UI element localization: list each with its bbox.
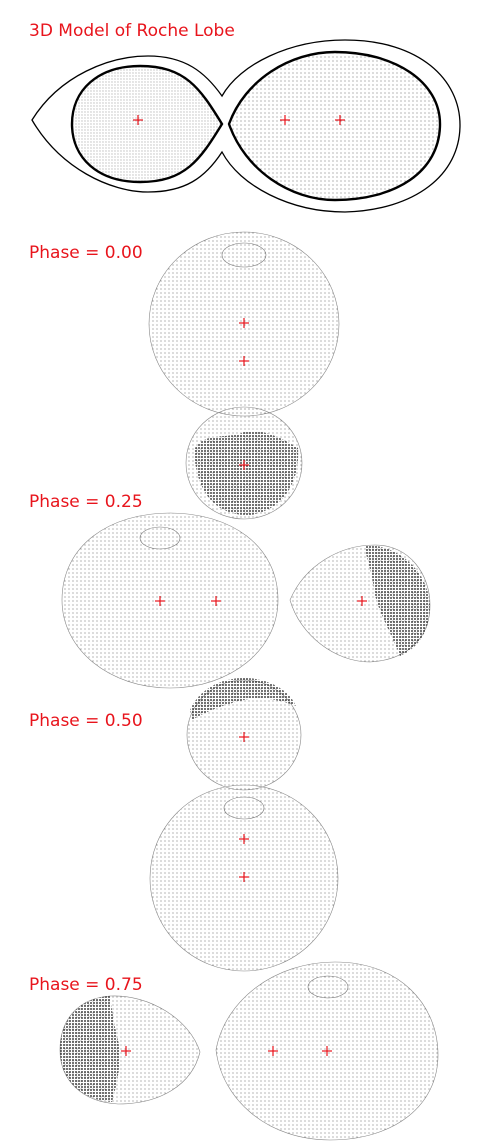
phase-000-marker-3 bbox=[239, 460, 249, 470]
phase-025-marker-2 bbox=[211, 596, 221, 606]
small-star-shadow bbox=[365, 545, 430, 656]
small-star-shadow bbox=[60, 996, 120, 1102]
roche-lobe-panel bbox=[31, 39, 461, 213]
secondary-lobe-outline bbox=[227, 50, 442, 202]
phase-075-marker-2 bbox=[268, 1046, 278, 1056]
secondary-center-marker bbox=[335, 115, 345, 125]
phase-025-marker-3 bbox=[357, 596, 367, 606]
phase-075-view bbox=[59, 961, 439, 1141]
primary-center-marker bbox=[133, 115, 143, 125]
small-star-shadow bbox=[190, 678, 296, 720]
phase-025-view bbox=[61, 512, 431, 689]
phase-050-marker-3 bbox=[239, 872, 249, 882]
large-star-sphere bbox=[61, 512, 279, 689]
large-star-pole-rings bbox=[307, 975, 349, 999]
phase-label-075: Phase = 0.75 bbox=[29, 975, 143, 995]
phase-label-000: Phase = 0.00 bbox=[29, 243, 143, 263]
large-star-pole-rings bbox=[139, 526, 181, 550]
small-star-shadow bbox=[194, 431, 299, 516]
phase-050-marker-1 bbox=[239, 732, 249, 742]
phase-075-marker-1 bbox=[121, 1046, 131, 1056]
phase-label-050: Phase = 0.50 bbox=[29, 711, 143, 731]
phase-000-marker-1 bbox=[239, 318, 249, 328]
figure-title: 3D Model of Roche Lobe bbox=[29, 21, 235, 41]
phase-050-view bbox=[149, 678, 339, 972]
phase-050-marker-2 bbox=[239, 834, 249, 844]
outer-equipotential-curve bbox=[31, 39, 461, 213]
center-of-mass-marker bbox=[280, 115, 290, 125]
phase-label-025: Phase = 0.25 bbox=[29, 492, 143, 512]
primary-lobe-outline bbox=[70, 64, 224, 184]
phase-000-marker-2 bbox=[239, 356, 249, 366]
large-star-pole-rings bbox=[223, 796, 265, 820]
large-star-pole-rings bbox=[221, 242, 267, 268]
phase-000-view bbox=[148, 231, 340, 520]
phase-075-marker-3 bbox=[322, 1046, 332, 1056]
phase-025-marker-1 bbox=[155, 596, 165, 606]
